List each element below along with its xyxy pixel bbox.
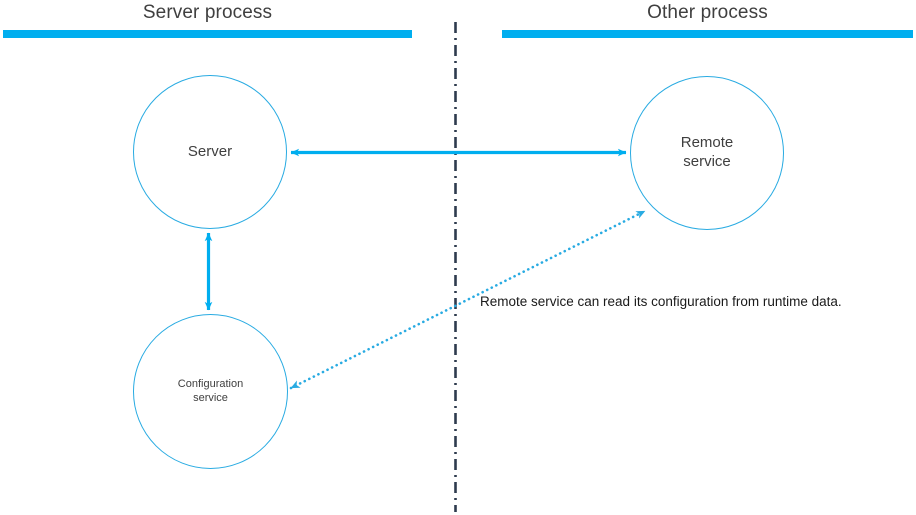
node-configuration-service-label-line1: Configuration xyxy=(177,377,244,390)
section-title-other-process: Other process xyxy=(647,2,768,23)
node-server-label: Server xyxy=(187,142,233,160)
node-configuration-service-label-line2: service xyxy=(193,391,228,404)
section-bar-server-process xyxy=(3,30,412,38)
node-remote-service-label-line2: service xyxy=(683,153,731,170)
node-remote-service-label-line1: Remote xyxy=(680,134,734,152)
annotation-remote-service-config: Remote service can read its configuratio… xyxy=(480,294,842,309)
section-bar-other-process xyxy=(502,30,913,38)
section-title-server-process: Server process xyxy=(142,2,273,23)
node-server[interactable]: Server xyxy=(133,75,287,229)
